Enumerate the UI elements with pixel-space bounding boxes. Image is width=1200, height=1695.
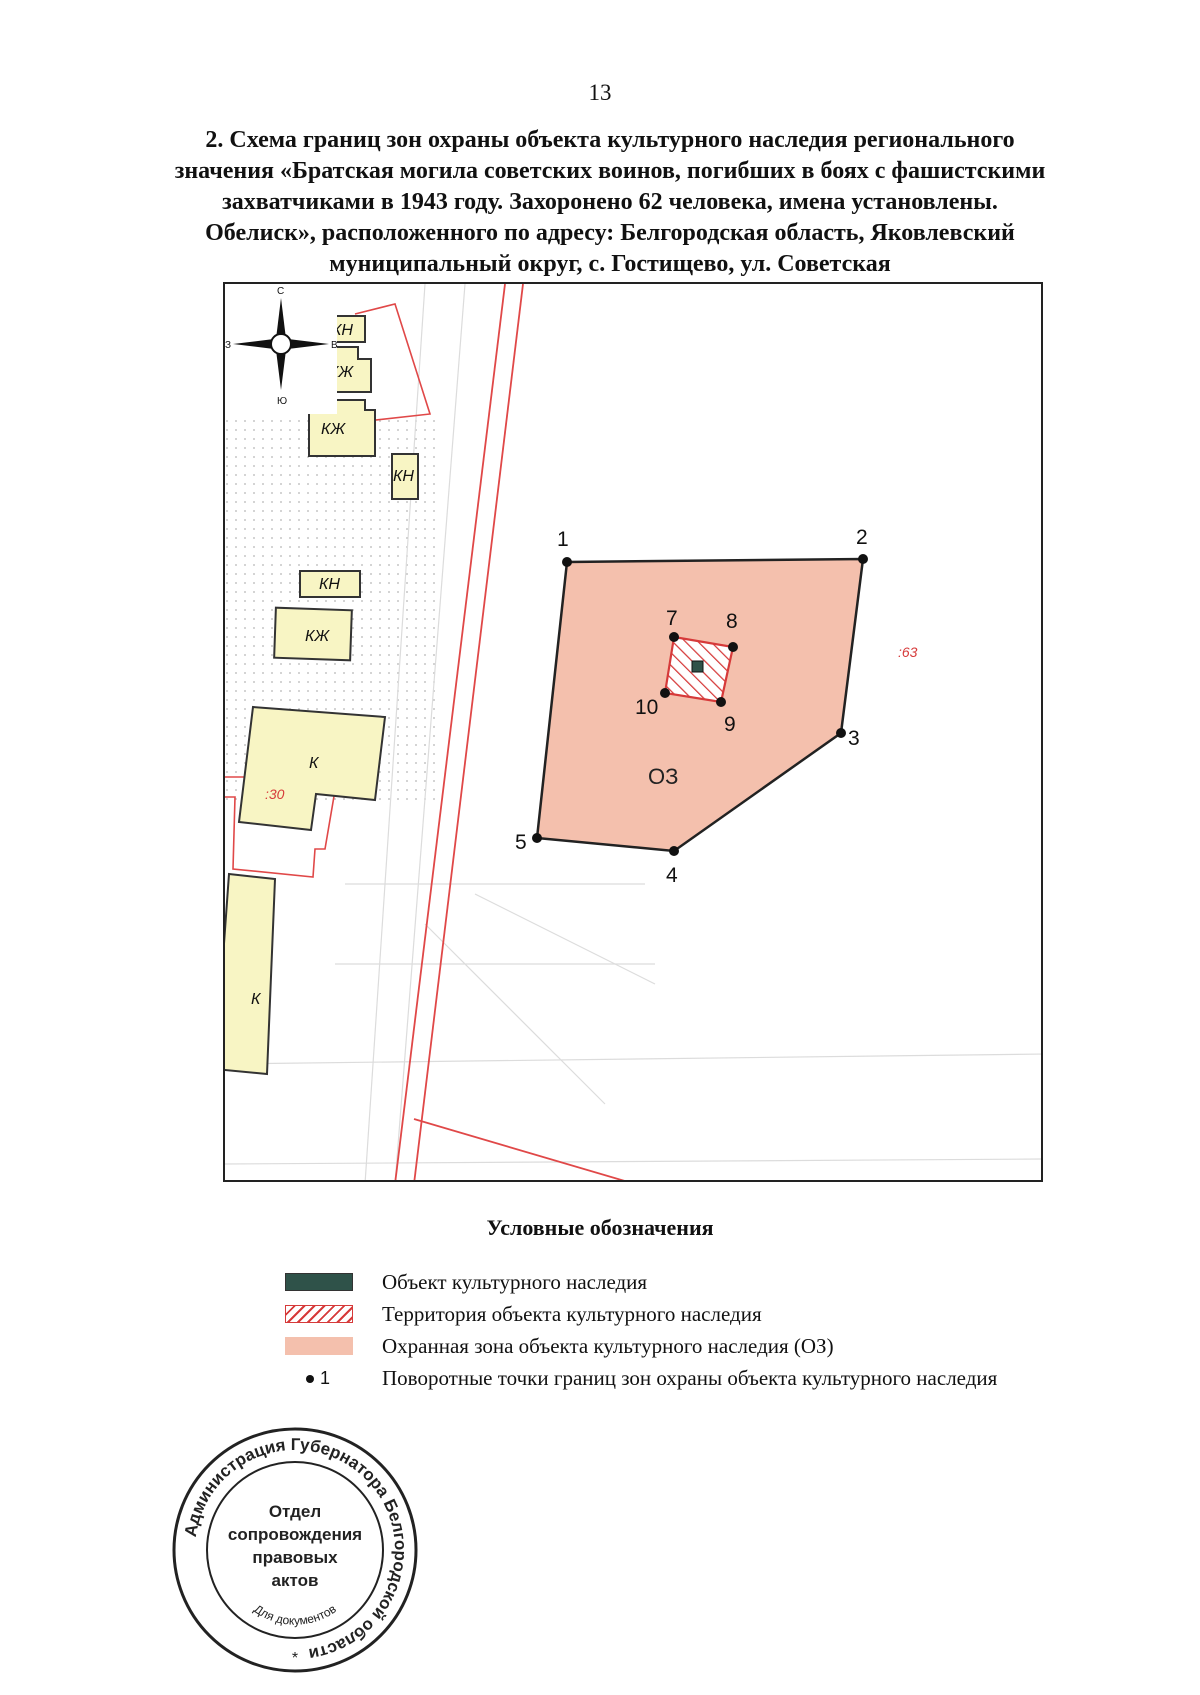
compass-south: Ю: [277, 396, 287, 407]
document-title: 2. Схема границ зон охраны объекта культ…: [130, 125, 1090, 280]
compass-rose: С Ю З В: [225, 284, 338, 414]
point-label: 9: [724, 713, 736, 736]
point-label: 3: [848, 727, 860, 750]
protection-zone: [535, 557, 865, 853]
stamp-mark: *: [292, 1650, 298, 1667]
map-canvas: КН КЖ КЖ КН КН КЖ К К :30 :63 С Ю З: [225, 284, 1041, 1180]
parcel-numbers: :30 :63: [265, 644, 918, 802]
legend-title: Условные обозначения: [486, 1215, 714, 1240]
point-labels: 1 2 3 4 5 7 8 9 10: [515, 526, 868, 887]
page-number: 13: [588, 80, 612, 105]
stamp-line: правовых: [252, 1548, 338, 1567]
turning-points: [532, 554, 868, 856]
turning-point: [836, 728, 846, 738]
legend-item: 1 Поворотные точки границ зон охраны объ…: [270, 1364, 1150, 1396]
point-label: 4: [666, 864, 678, 887]
point-label: 2: [856, 526, 868, 549]
object-swatch: [285, 1273, 353, 1291]
legend-label: Поворотные точки границ зон охраны объек…: [382, 1366, 998, 1390]
stamp-line: Отдел: [269, 1502, 321, 1521]
point-label: 10: [635, 696, 658, 719]
parcel-number: :30: [265, 786, 285, 802]
point-label: 8: [726, 610, 738, 633]
point-symbol-label: 1: [320, 1368, 331, 1388]
legend: Объект культурного наследия Территория о…: [270, 1268, 1150, 1396]
building-label: КЖ: [321, 421, 346, 438]
turning-point: [716, 697, 726, 707]
turning-point: [728, 642, 738, 652]
point-dot: [306, 1375, 314, 1384]
stamp-line: актов: [272, 1571, 319, 1590]
territory-swatch: [285, 1305, 353, 1323]
turning-point: [858, 554, 868, 564]
turning-point: [562, 557, 572, 567]
legend-item: Охранная зона объекта культурного наслед…: [270, 1332, 1150, 1364]
zone-map: КН КЖ КЖ КН КН КЖ К К :30 :63 С Ю З: [223, 282, 1043, 1182]
point-label: 7: [666, 607, 678, 630]
building-label: КН: [332, 322, 353, 339]
compass-west: З: [225, 340, 231, 351]
turning-point: [669, 632, 679, 642]
buildings: [225, 315, 419, 1076]
zone-swatch: [285, 1337, 353, 1355]
building-label: КН: [393, 468, 414, 485]
building-labels: КН КЖ КЖ КН КН КЖ К К: [251, 322, 414, 1008]
point-symbol: 1: [306, 1368, 330, 1389]
building-label: К: [309, 755, 320, 772]
compass-east: В: [331, 340, 338, 351]
stamp-line: сопровождения: [228, 1525, 362, 1544]
legend-label: Охранная зона объекта культурного наслед…: [382, 1334, 834, 1358]
title-line: захватчиками в 1943 году. Захоронено 62 …: [222, 189, 998, 215]
turning-point: [532, 833, 542, 843]
zone-label: ОЗ: [648, 764, 678, 789]
title-line: Обелиск», расположенного по адресу: Белг…: [205, 220, 1015, 246]
point-label: 1: [557, 528, 569, 551]
building-label: К: [251, 991, 262, 1008]
legend-label: Территория объекта культурного наследия: [382, 1302, 762, 1326]
compass-north: С: [277, 286, 284, 297]
turning-point: [669, 846, 679, 856]
title-line: 2. Схема границ зон охраны объекта культ…: [205, 127, 1015, 153]
title-line: значения «Братская могила советских воин…: [174, 158, 1046, 184]
turning-point: [660, 688, 670, 698]
road-boundary: [394, 284, 625, 1180]
point-label: 5: [515, 831, 527, 854]
title-line: муниципальный округ, с. Гостищево, ул. С…: [329, 251, 891, 277]
legend-label: Объект культурного наследия: [382, 1270, 648, 1294]
building-label: КЖ: [305, 628, 330, 645]
ground-lines: [225, 284, 1041, 1180]
legend-item: Объект культурного наследия: [270, 1268, 1150, 1300]
parcel-number: :63: [898, 644, 918, 660]
official-stamp: Администрация Губернатора Белгородской о…: [170, 1425, 420, 1675]
stamp-bottom-text: Для документов: [251, 1602, 338, 1628]
building-label: КН: [319, 576, 340, 593]
heritage-object: [691, 660, 704, 673]
legend-item: Территория объекта культурного наследия: [270, 1300, 1150, 1332]
stamp-seal: Администрация Губернатора Белгородской о…: [172, 1427, 418, 1673]
